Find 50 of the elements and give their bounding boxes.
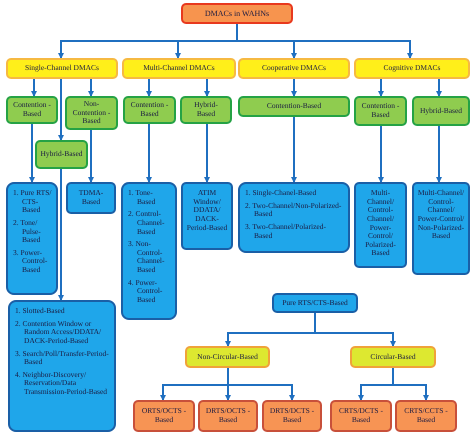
arrow — [392, 368, 429, 401]
subcategory-box — [412, 96, 470, 126]
arrow — [378, 126, 384, 183]
arrow — [291, 117, 297, 183]
protocol-box — [198, 400, 258, 432]
subcategory-box — [6, 96, 58, 124]
subcategory-box — [35, 140, 88, 169]
protocol-box — [66, 182, 116, 214]
protocol-box — [272, 293, 358, 313]
arrow — [88, 79, 94, 97]
arrow — [227, 368, 295, 401]
arrow — [378, 79, 384, 97]
arrow — [291, 79, 297, 97]
arrow — [146, 124, 152, 183]
category-box — [6, 58, 118, 79]
subcategory-box — [65, 96, 118, 130]
arrow — [58, 169, 64, 301]
protocol-box — [121, 182, 177, 320]
subcategory-box — [238, 96, 350, 117]
subcategory-box — [185, 346, 270, 368]
subcategory-box — [180, 96, 232, 124]
arrow — [236, 24, 413, 59]
protocol-box — [238, 182, 350, 253]
subcategory-box — [123, 96, 176, 124]
protocol-box — [330, 400, 392, 432]
subcategory-box — [354, 96, 407, 126]
arrow — [204, 124, 210, 183]
arrow — [29, 124, 35, 183]
category-box — [122, 58, 236, 79]
protocol-box — [262, 400, 322, 432]
arrow — [204, 79, 210, 97]
arrow — [314, 313, 396, 347]
protocol-box — [354, 182, 407, 268]
protocol-box — [6, 182, 58, 295]
category-box — [238, 58, 350, 79]
protocol-box — [133, 400, 195, 432]
arrow — [436, 126, 442, 183]
arrow — [58, 79, 64, 141]
protocol-box — [412, 182, 470, 275]
node-label: DMACs in WAHNs — [204, 8, 270, 18]
arrow — [436, 79, 442, 97]
arrow — [88, 130, 94, 183]
arrow — [31, 79, 37, 97]
title-box — [181, 3, 293, 24]
category-box — [354, 58, 470, 79]
arrow — [146, 79, 152, 97]
subcategory-box — [350, 346, 436, 368]
protocol-box — [181, 182, 233, 250]
protocol-box — [8, 300, 116, 432]
protocol-box — [395, 400, 457, 432]
